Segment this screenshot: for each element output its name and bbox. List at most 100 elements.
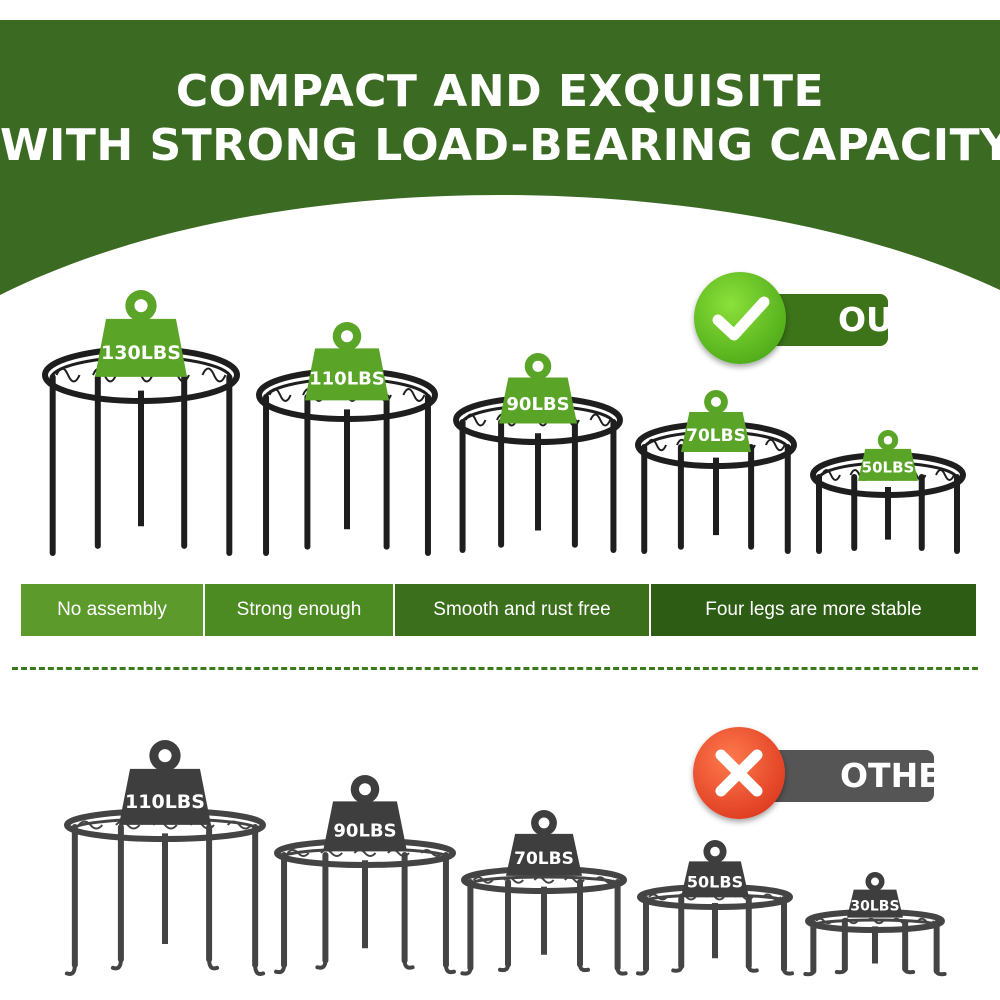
weight-body bbox=[681, 412, 751, 453]
ours-weight-label-1: 130LBS bbox=[101, 342, 181, 364]
stand-scroll bbox=[77, 820, 104, 830]
stand-scroll bbox=[762, 893, 782, 901]
cross-icon bbox=[693, 727, 785, 819]
stand-hook bbox=[671, 964, 684, 973]
stand-hook bbox=[315, 958, 328, 970]
weight-hole bbox=[871, 877, 879, 886]
stand-scroll bbox=[594, 876, 616, 884]
others-plant-stands: 110LBS 90LBS 70LBS 50LBS 30LBS bbox=[64, 740, 947, 977]
stand-hook bbox=[443, 963, 456, 975]
ours-stand-1: 130LBS bbox=[42, 290, 240, 556]
features-bar: No assembly Strong enough Smooth and rus… bbox=[21, 584, 976, 636]
stand-hook bbox=[274, 963, 287, 975]
stand-hook bbox=[934, 969, 947, 977]
stand-scroll bbox=[464, 413, 487, 427]
weight-hole bbox=[883, 435, 893, 445]
stand-scroll bbox=[646, 438, 667, 452]
weight-body bbox=[119, 768, 211, 825]
ours-weight-label-3: 90LBS bbox=[506, 394, 569, 415]
headline-line-2: WITH STRONG LOAD-BEARING CAPACITY bbox=[0, 120, 1000, 171]
ours-stand-3: 90LBS bbox=[453, 353, 623, 553]
stand-scroll bbox=[765, 438, 786, 452]
weight-hole bbox=[134, 299, 148, 313]
stand-scroll bbox=[226, 820, 253, 830]
stand-scroll bbox=[115, 820, 141, 830]
ours-stand-2: 110LBS bbox=[256, 322, 438, 556]
stand-hook bbox=[615, 966, 628, 976]
weight-hole bbox=[538, 817, 550, 829]
stand-scroll bbox=[840, 917, 859, 925]
check-icon bbox=[694, 272, 786, 364]
others-weight-label-4: 50LBS bbox=[687, 872, 743, 891]
stand-scroll bbox=[821, 469, 841, 481]
weight-hole bbox=[711, 396, 721, 407]
feature-no-assembly: No assembly bbox=[21, 584, 205, 636]
stand-scroll bbox=[589, 413, 612, 427]
stand-scroll bbox=[201, 367, 227, 383]
weight-body bbox=[506, 833, 582, 876]
ours-stand-4: 70LBS bbox=[635, 390, 797, 554]
weight-body bbox=[323, 801, 407, 852]
weight-body bbox=[847, 889, 903, 918]
ours-weight-label-4: 70LBS bbox=[686, 426, 746, 446]
feature-four-legs-stable: Four legs are more stable bbox=[651, 584, 976, 636]
stand-scroll bbox=[533, 876, 555, 884]
ours-weight-label-2: 110LBS bbox=[309, 369, 385, 390]
ours-stand-5: 50LBS bbox=[810, 430, 966, 554]
stand-hook bbox=[402, 958, 415, 970]
weight-hole bbox=[359, 783, 371, 796]
stand-hook bbox=[578, 962, 590, 973]
others-stand-2: 90LBS bbox=[274, 775, 456, 975]
headline-line-1: COMPACT AND EXQUISITE bbox=[175, 66, 825, 117]
stand-scroll bbox=[815, 917, 833, 925]
stand-hook bbox=[636, 967, 648, 976]
others-weight-label-5: 30LBS bbox=[850, 898, 899, 914]
stand-scroll bbox=[648, 893, 668, 901]
stand-hook bbox=[903, 967, 916, 975]
weight-hole bbox=[158, 749, 172, 763]
others-weight-label-2: 90LBS bbox=[333, 820, 396, 841]
stand-scroll bbox=[55, 367, 81, 383]
stand-scroll bbox=[866, 917, 884, 925]
weight-hole bbox=[710, 846, 720, 857]
feature-smooth-rust-free: Smooth and rust free bbox=[395, 584, 651, 636]
stand-scroll bbox=[286, 849, 310, 857]
weight-body bbox=[305, 348, 389, 401]
stand-scroll bbox=[268, 388, 292, 402]
green-banner bbox=[0, 20, 1000, 295]
weight-body bbox=[858, 448, 918, 481]
others-weight-label-3: 70LBS bbox=[514, 849, 574, 869]
stand-hook bbox=[253, 963, 266, 976]
weight-hole bbox=[341, 330, 353, 343]
stand-scroll bbox=[420, 849, 444, 857]
stand-scroll bbox=[935, 469, 955, 481]
stand-hook bbox=[803, 969, 816, 977]
weight-hole bbox=[532, 360, 544, 372]
weight-body bbox=[681, 861, 749, 898]
dashed-divider bbox=[12, 667, 978, 670]
weight-body bbox=[95, 318, 187, 377]
stand-scroll bbox=[503, 876, 524, 884]
others-stand-5: 30LBS bbox=[803, 872, 947, 977]
others-stand-1: 110LBS bbox=[64, 740, 266, 976]
stand-hook bbox=[498, 962, 510, 973]
stand-scroll bbox=[472, 876, 494, 884]
others-weight-label-1: 110LBS bbox=[125, 791, 205, 813]
stand-hook bbox=[782, 967, 794, 976]
weight-body bbox=[499, 377, 577, 424]
ours-plant-stands: 130LBS 110LBS 90LBS 70LBS 50LBS bbox=[42, 290, 966, 556]
ours-weight-label-5: 50LBS bbox=[862, 459, 915, 477]
stand-scroll bbox=[917, 917, 935, 925]
stand-hook bbox=[207, 957, 220, 971]
stand-scroll bbox=[402, 388, 426, 402]
stand-hook bbox=[834, 967, 847, 975]
others-stand-4: 50LBS bbox=[636, 840, 794, 976]
stand-hook bbox=[460, 966, 473, 976]
stand-hook bbox=[746, 964, 759, 973]
stand-hook bbox=[64, 963, 77, 976]
stand-hook bbox=[110, 957, 123, 971]
others-stand-3: 70LBS bbox=[460, 810, 628, 976]
feature-strong-enough: Strong enough bbox=[205, 584, 395, 636]
